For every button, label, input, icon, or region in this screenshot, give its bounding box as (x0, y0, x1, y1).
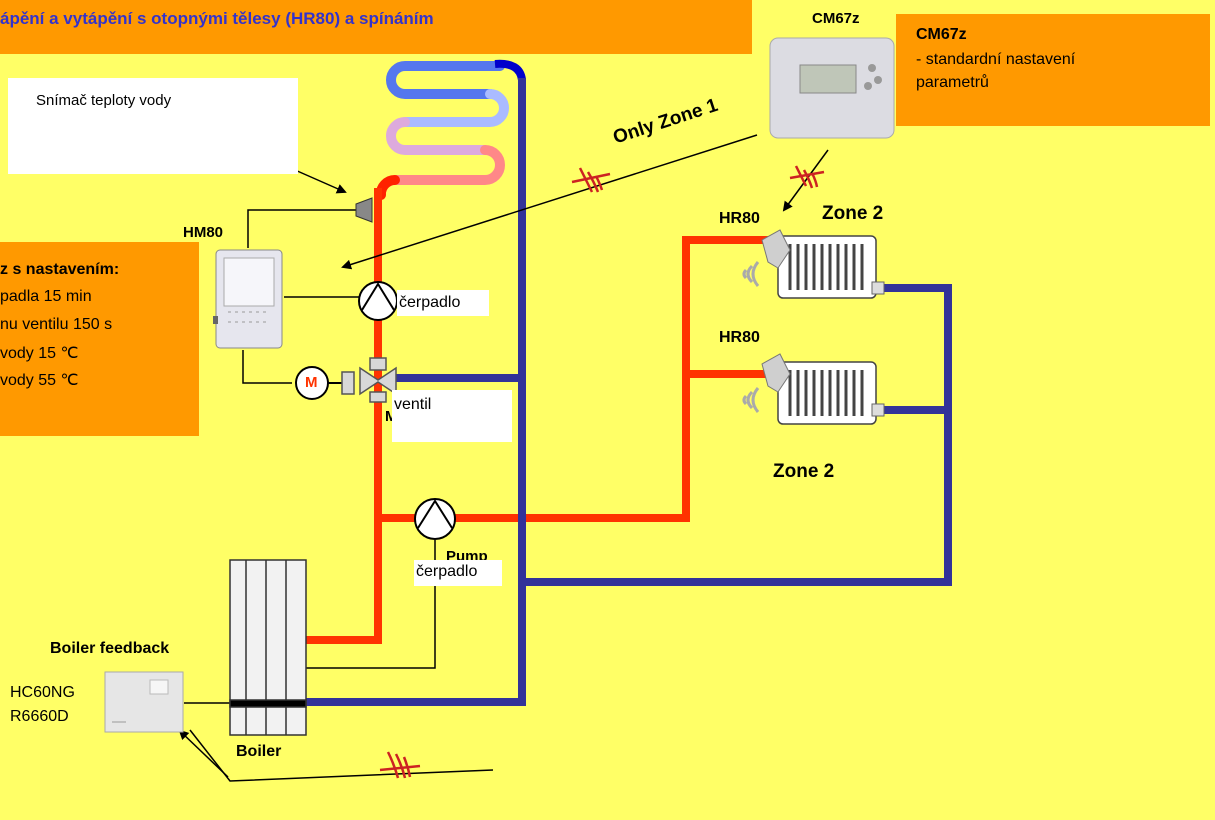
cm67z-device-label: CM67z (812, 10, 860, 27)
pump-upper-label: čerpadlo (399, 294, 461, 311)
boiler-label: Boiler (236, 743, 282, 760)
boiler-feedback-label: Boiler feedback (50, 640, 170, 657)
return-pipes (306, 78, 952, 706)
wireless-signal-icon (571, 167, 611, 193)
hm80-label: HM80 (183, 224, 224, 241)
wireless-signal-icon (789, 165, 825, 189)
valve-label-box: ventil (392, 390, 512, 442)
settings-callout: z s nastavením: padla 15 min nu ventilu … (0, 242, 199, 436)
pump-upper-label-box: čerpadlo (397, 290, 489, 316)
water-sensor-icon (355, 197, 373, 223)
lower-pump-icon (414, 498, 456, 540)
sensor-callout: Snímač teploty vody (8, 78, 298, 174)
valve-label: ventil (394, 396, 432, 413)
hc60ng-receiver-icon (104, 671, 184, 733)
title-banner: ápění a vytápění s otopnými tělesy (HR80… (0, 0, 752, 54)
radiator-zone2-bottom-icon (761, 353, 885, 425)
settings-line: padla 15 min (0, 288, 92, 305)
hm80-controller-icon (213, 249, 283, 349)
pump-lower-label-box: čerpadlo (414, 560, 502, 586)
flow-pipes (306, 188, 776, 644)
hc60ng-label: HC60NG (10, 684, 75, 701)
motor-icon (295, 366, 342, 400)
hot-water-coil (376, 61, 509, 200)
mixing-valve-icon (341, 357, 397, 403)
pump-lower-label: čerpadlo (416, 563, 478, 580)
settings-line: vody 15 ℃ (0, 345, 79, 362)
wireless-signal-icon (379, 751, 421, 779)
cm67z-callout: CM67z - standardní nastavení parametrů (896, 14, 1210, 126)
upper-pump-icon (358, 281, 398, 321)
r6660d-label: R6660D (10, 708, 69, 725)
settings-line: nu ventilu 150 s (0, 316, 113, 333)
radiator-zone2-top-icon (761, 229, 885, 299)
motor-label: M (305, 374, 318, 391)
coil-outlet (494, 59, 526, 81)
cm67z-line: parametrů (916, 74, 989, 91)
zone2-top-label: Zone 2 (822, 203, 884, 224)
arrows (178, 134, 829, 778)
settings-line: vody 55 ℃ (0, 372, 79, 389)
hr80-bottom-label: HR80 (719, 329, 760, 346)
cm67z-line: - standardní nastavení (916, 51, 1076, 68)
boiler-icon (229, 559, 307, 736)
settings-heading: z s nastavením: (0, 261, 120, 278)
sensor-label: Snímač teploty vody (36, 92, 172, 109)
hr80-top-label: HR80 (719, 210, 760, 227)
title-text: ápění a vytápění s otopnými tělesy (HR80… (0, 9, 434, 28)
zone2-bottom-label: Zone 2 (773, 461, 835, 482)
cm67z-heading: CM67z (916, 26, 967, 43)
radiator-signal-icon (742, 261, 760, 413)
cm67z-thermostat-icon (769, 37, 895, 139)
